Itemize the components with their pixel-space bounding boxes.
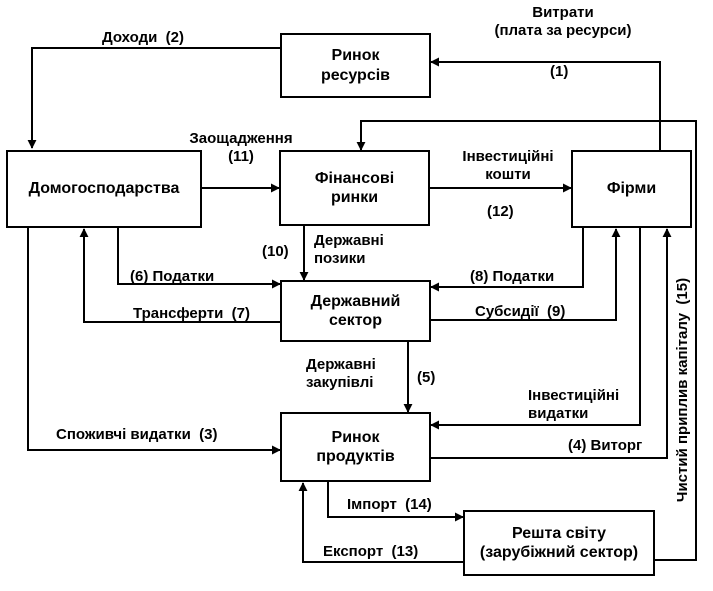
firms-box: Фірми	[571, 150, 692, 228]
gov-loans-label: Державні позики	[314, 232, 384, 267]
subsidies-arrow	[431, 228, 621, 321]
products-market-box: Ринок продуктів	[280, 412, 431, 482]
financial-markets-label: Фінансові ринки	[314, 169, 395, 206]
expenses-arrow	[430, 57, 661, 150]
resources-market-box: Ринок ресурсів	[280, 33, 431, 98]
gov-purchases-number: (5)	[417, 369, 436, 386]
products-market-label: Ринок продуктів	[316, 428, 395, 465]
income-label: Доходи (2)	[102, 29, 185, 46]
taxes-households-label: (6) Податки	[130, 268, 215, 285]
expenses-label: Витрати (плата за ресурси)	[494, 4, 632, 39]
consumer-spending-label: Споживчі видатки (3)	[56, 426, 218, 443]
consumer-spending-arrow	[27, 228, 281, 455]
households-label: Домогосподарства	[28, 180, 180, 198]
taxes-households-arrow	[117, 228, 281, 289]
investment-funds-number: (12)	[487, 203, 514, 220]
net-capital-inflow-label: Чистий приплив капіталу (15)	[674, 277, 691, 503]
exports-arrow	[298, 482, 463, 563]
savings-label: Заощадження (11)	[189, 130, 293, 165]
investment-spending-arrow	[430, 228, 641, 430]
income-arrow	[27, 47, 280, 149]
expenses-number: (1)	[550, 63, 569, 80]
net-capital-inflow-arrow	[356, 120, 697, 561]
households-box: Домогосподарства	[6, 150, 202, 228]
transfers-arrow	[79, 228, 280, 323]
transfers-label: Трансферти (7)	[133, 305, 250, 322]
taxes-firms-label: (8) Податки	[470, 268, 555, 285]
investment-spending-label: Інвестиційні видатки	[528, 387, 620, 422]
exports-label: Експорт (13)	[323, 543, 419, 560]
investment-funds-label: Інвестиційні кошти	[462, 148, 554, 183]
government-label: Державний сектор	[310, 292, 401, 329]
rest-of-world-box: Решта світу (зарубіжний сектор)	[463, 510, 655, 576]
firms-label: Фірми	[606, 180, 657, 198]
government-box: Державний сектор	[280, 280, 431, 342]
gov-purchases-label: Державні закупівлі	[306, 356, 376, 391]
imports-arrow	[327, 482, 464, 522]
rest-of-world-label: Решта світу (зарубіжний сектор)	[479, 524, 639, 561]
revenue-label: (4) Виторг	[568, 437, 643, 454]
revenue-arrow	[431, 228, 672, 459]
subsidies-label: Субсидії (9)	[475, 303, 566, 320]
resources-market-label: Ринок ресурсів	[321, 47, 390, 84]
taxes-firms-arrow	[430, 228, 584, 292]
financial-markets-box: Фінансові ринки	[279, 150, 430, 226]
gov-loans-number: (10)	[262, 243, 289, 260]
imports-label: Імпорт (14)	[347, 496, 432, 513]
